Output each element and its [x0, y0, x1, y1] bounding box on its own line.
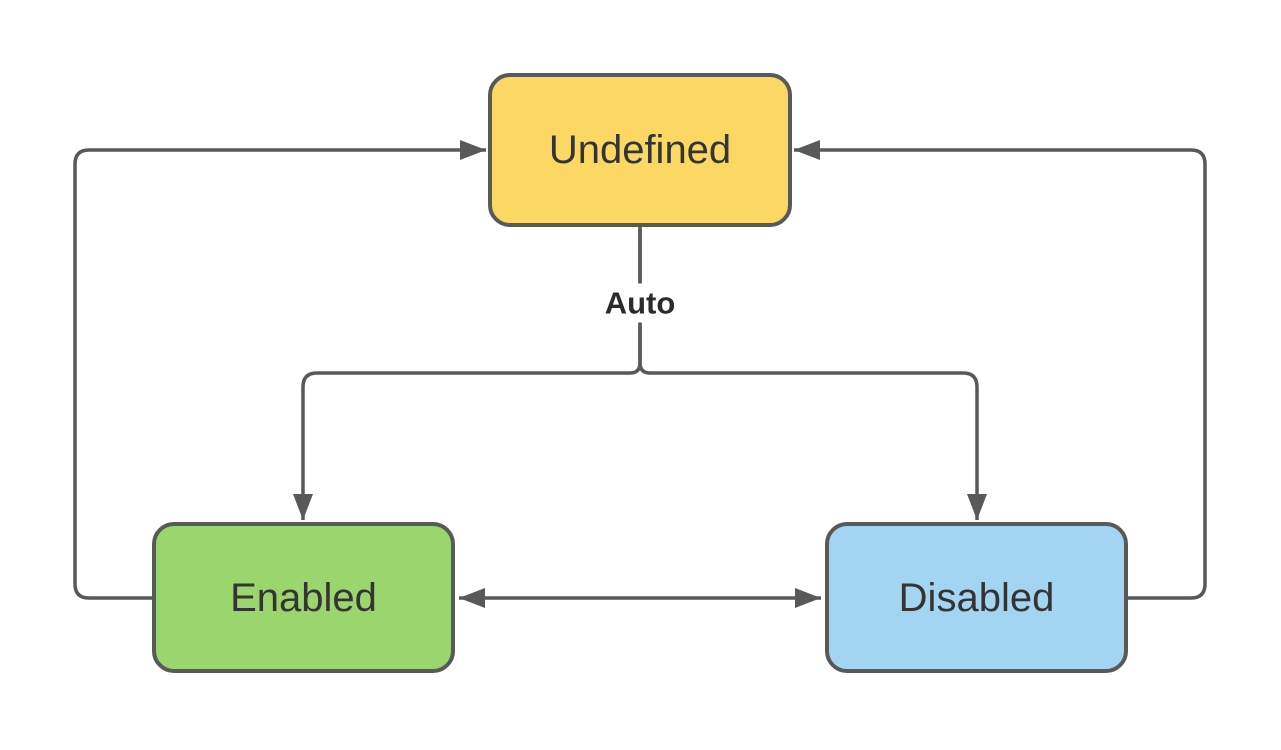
- state-node-disabled[interactable]: Disabled: [825, 522, 1128, 673]
- state-label-enabled: Enabled: [230, 575, 377, 620]
- edge-enabled-to-undefined: [73, 140, 486, 600]
- state-label-disabled: Disabled: [898, 575, 1055, 620]
- edge-label-auto: Auto: [594, 283, 686, 323]
- state-node-undefined[interactable]: Undefined: [488, 73, 792, 227]
- edge-undefined-to-disabled: [638, 227, 987, 520]
- edge-disabled-to-undefined: [794, 140, 1207, 600]
- state-node-enabled[interactable]: Enabled: [152, 522, 455, 673]
- state-label-undefined: Undefined: [548, 128, 732, 172]
- edge-undefined-to-enabled: [293, 227, 642, 520]
